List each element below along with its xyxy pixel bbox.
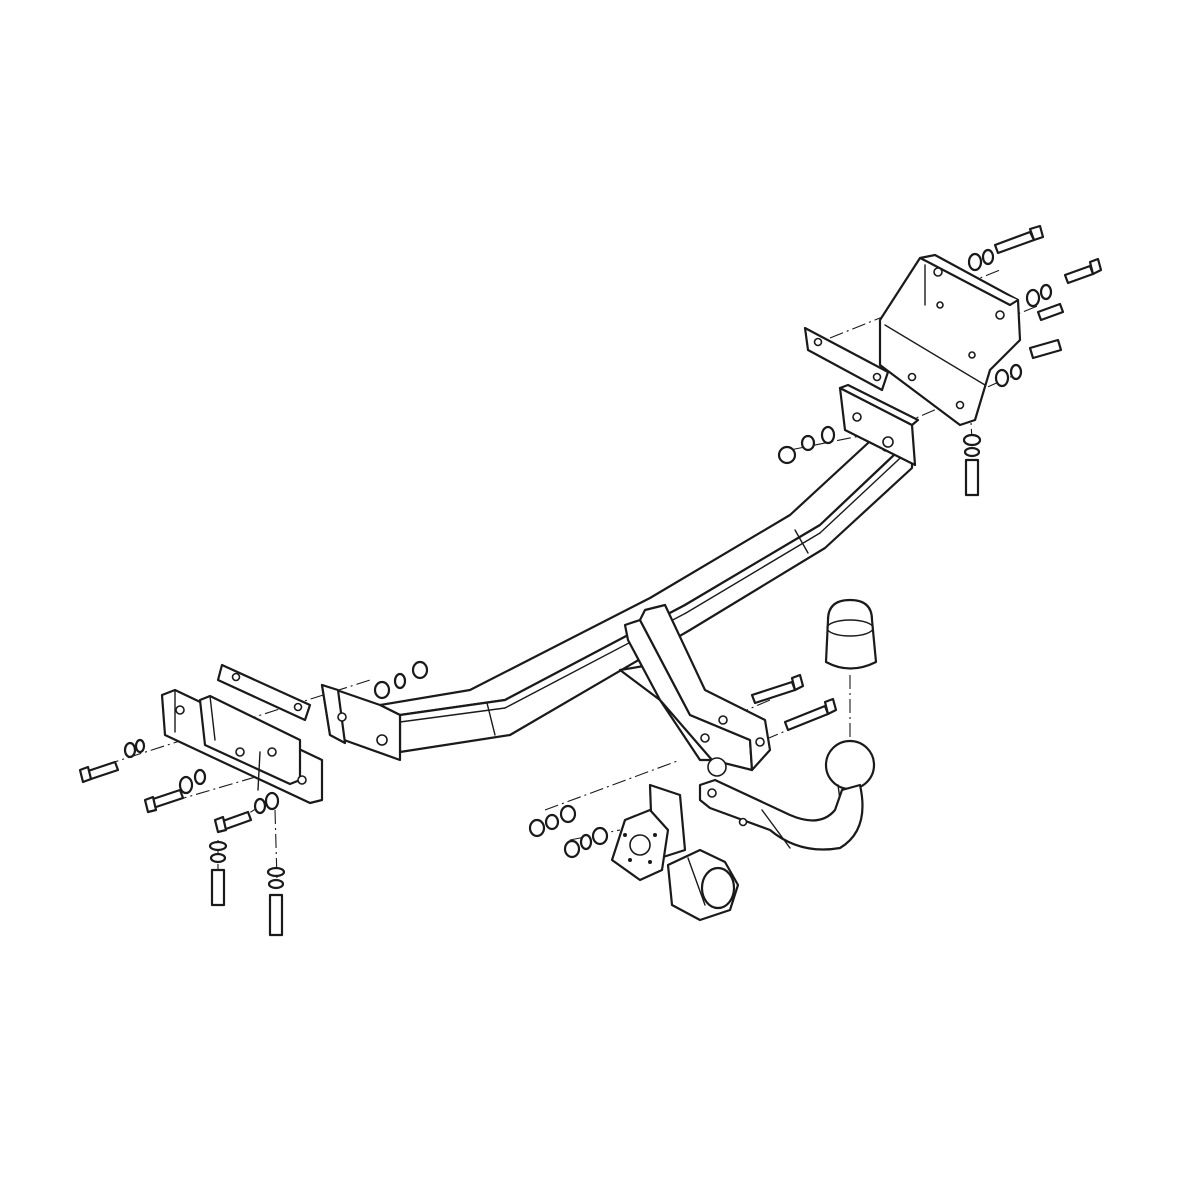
right-mounting-bracket — [803, 253, 1022, 427]
nut-washer-icon-group — [123, 248, 1053, 890]
electrical-socket — [666, 848, 740, 922]
bolt-icon-group — [78, 224, 1103, 937]
detachable-tow-ball — [698, 739, 876, 851]
tow-ball-cover — [824, 598, 878, 670]
socket-mounting-plate — [610, 783, 687, 882]
left-end-plate — [320, 683, 402, 762]
left-mounting-bracket — [160, 663, 324, 805]
centre-drop-bracket — [618, 603, 772, 777]
right-end-plate — [838, 383, 920, 467]
